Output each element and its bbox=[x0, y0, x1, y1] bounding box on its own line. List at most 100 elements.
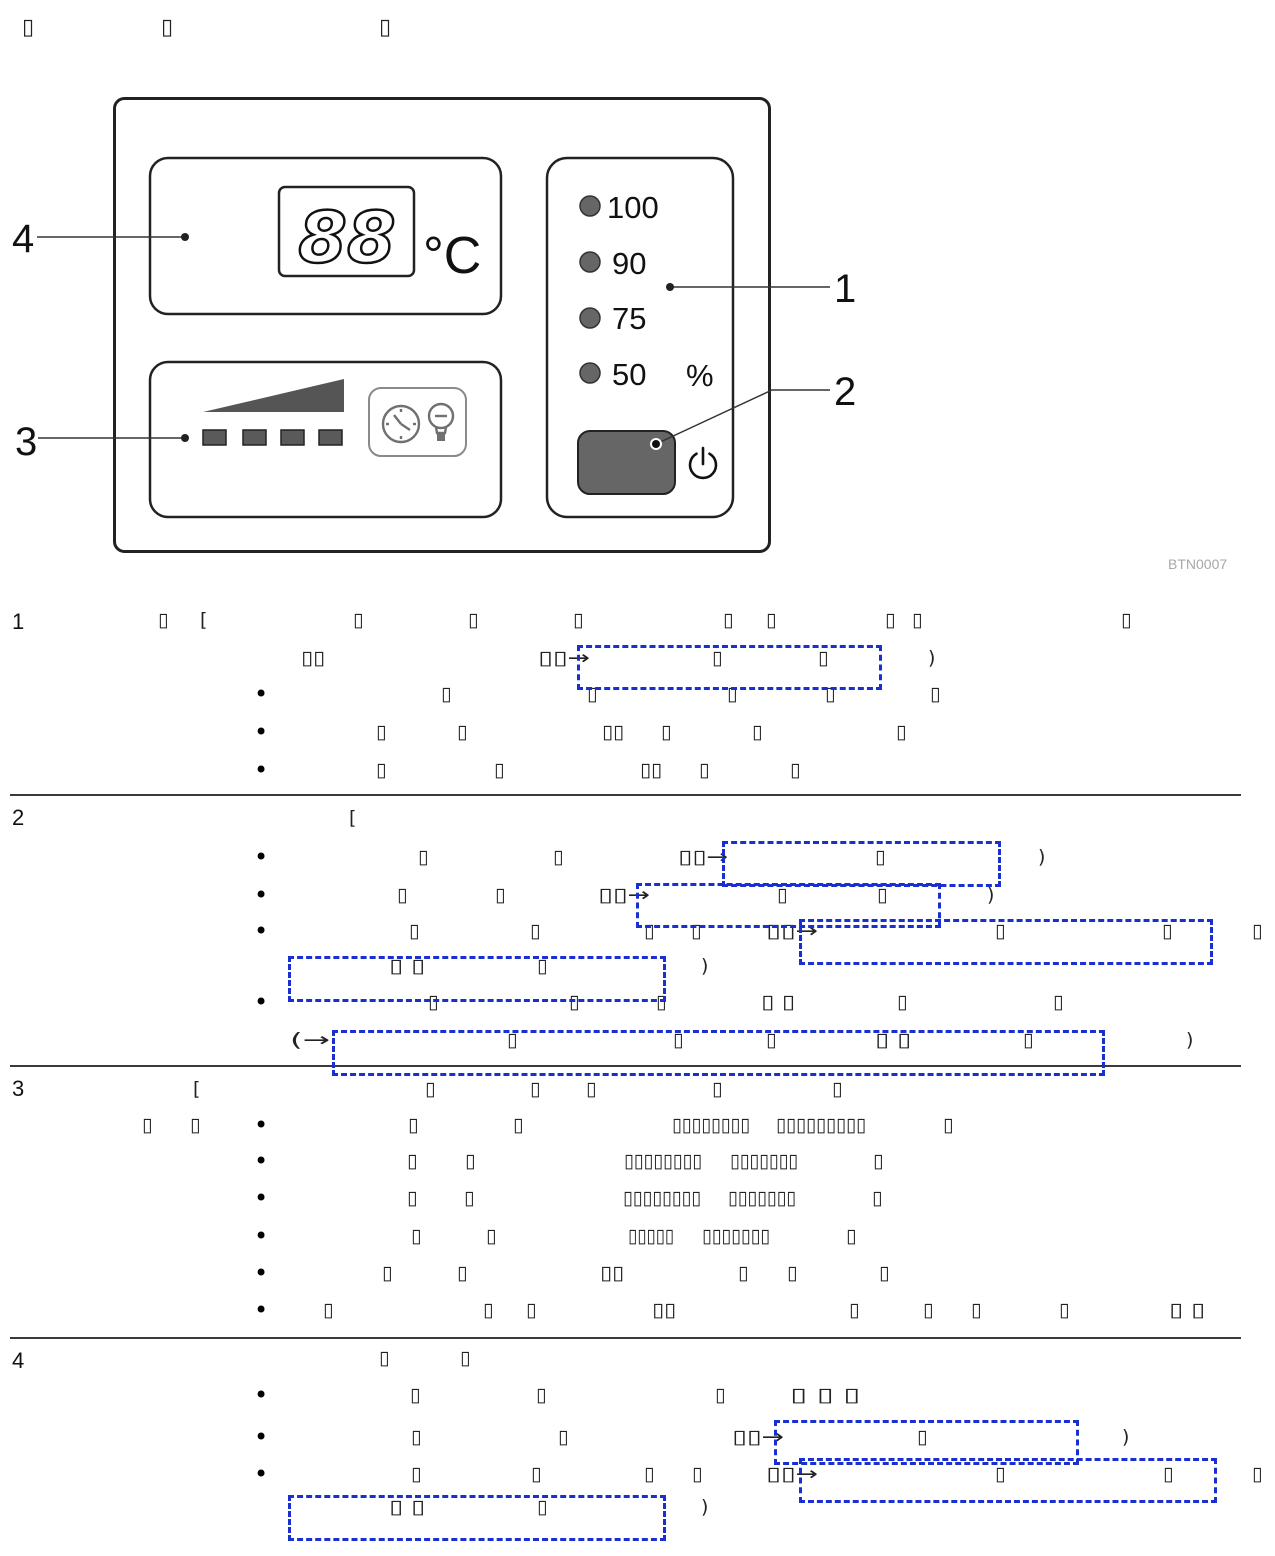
display-digits: 88 bbox=[298, 197, 395, 279]
missing-glyph-text: ▯ bbox=[787, 1262, 798, 1284]
missing-glyph-text: ▯ bbox=[673, 1029, 684, 1051]
missing-glyph-text: ▯ bbox=[691, 920, 702, 942]
cross-reference-arrow: (→ bbox=[290, 1029, 331, 1051]
bullet: • bbox=[254, 1423, 269, 1451]
missing-glyph-text: ▯ bbox=[410, 1384, 421, 1406]
missing-glyph-text: ▯ bbox=[875, 846, 886, 868]
power-icon bbox=[688, 446, 718, 480]
missing-glyph-text: ▯ bbox=[495, 884, 506, 906]
cross-reference-link[interactable] bbox=[288, 956, 666, 1002]
bullet: • bbox=[254, 843, 269, 871]
missing-glyph-text: ▯ bbox=[849, 1299, 860, 1321]
bullet: • bbox=[254, 1184, 269, 1212]
missing-glyph-text: ▯ bbox=[418, 846, 429, 868]
missing-glyph-text: ▯ bbox=[190, 1114, 201, 1136]
callout-1: 1 bbox=[834, 267, 856, 311]
missing-glyph-text: ▯ bbox=[513, 1114, 524, 1136]
missing-glyph-text: ▯ bbox=[723, 609, 734, 631]
missing-glyph-text: ▯▯▯▯▯▯▯▯ bbox=[623, 1187, 701, 1209]
cross-reference-link[interactable] bbox=[288, 1495, 666, 1541]
missing-glyph-text: ▯ bbox=[1162, 920, 1173, 942]
level-panel bbox=[545, 156, 735, 519]
figure-code: BTN0007 bbox=[1168, 556, 1228, 572]
missing-glyph-text: ▯▯ bbox=[652, 1299, 676, 1321]
missing-glyph-text: ▯ bbox=[323, 1299, 334, 1321]
bullet: • bbox=[254, 1147, 269, 1175]
missing-glyph-text: ▯ bbox=[943, 1114, 954, 1136]
missing-glyph-text: ▯ bbox=[1163, 1463, 1174, 1485]
missing-glyph-text: ▯ bbox=[699, 759, 710, 781]
bulb-icon bbox=[427, 402, 455, 441]
missing-glyph-text: ▯ bbox=[752, 721, 763, 743]
missing-glyph-text: ▯ ▯ bbox=[1169, 1299, 1206, 1321]
leader-dot-3 bbox=[181, 434, 189, 442]
level-label-75: 75 bbox=[612, 301, 646, 336]
level-label-90: 90 bbox=[612, 246, 646, 281]
missing-glyph-text: ▯ bbox=[382, 1262, 393, 1284]
level-segment bbox=[280, 429, 305, 446]
missing-glyph-text: ▯ bbox=[537, 1496, 548, 1518]
bracket-glyph: [ bbox=[349, 807, 357, 829]
missing-glyph-text: ▯ bbox=[897, 991, 908, 1013]
parenthesis: ) bbox=[987, 884, 995, 906]
missing-glyph-text: ▯ ▯ bbox=[389, 955, 426, 977]
missing-glyph-text: ▯ bbox=[457, 721, 468, 743]
missing-glyph-text: ▯ bbox=[1059, 1299, 1070, 1321]
missing-glyph-text: ▯ bbox=[727, 683, 738, 705]
cross-reference-link[interactable] bbox=[774, 1420, 1079, 1465]
cross-reference-link[interactable] bbox=[722, 841, 1001, 887]
cross-reference-arrow: ▯▯→ bbox=[678, 846, 728, 868]
missing-glyph-text: ▯ bbox=[411, 1225, 422, 1247]
missing-glyph-text: ▯ bbox=[376, 759, 387, 781]
missing-glyph-text: ▯ bbox=[558, 1426, 569, 1448]
missing-glyph-text: ▯ bbox=[712, 1078, 723, 1100]
missing-glyph-text: ▯ bbox=[397, 884, 408, 906]
section-number: 2 bbox=[12, 805, 25, 830]
missing-glyph-text: ▯▯▯▯▯▯▯▯▯ bbox=[776, 1114, 866, 1136]
missing-glyph-text: ▯ bbox=[530, 920, 541, 942]
missing-glyph-text: ▯ bbox=[885, 609, 896, 631]
parenthesis: ) bbox=[701, 955, 709, 977]
bullet: • bbox=[254, 1460, 269, 1488]
bullet: • bbox=[254, 1222, 269, 1250]
level-segment bbox=[318, 429, 343, 446]
cross-reference-link[interactable] bbox=[332, 1030, 1105, 1076]
bullet: • bbox=[254, 1111, 269, 1139]
level-led-50 bbox=[579, 362, 601, 384]
cross-reference-link[interactable] bbox=[799, 1458, 1217, 1503]
missing-glyph-text: ▯ bbox=[825, 683, 836, 705]
control-panel-figure: 88 °C 4 3 100 90 75 50 % 1 2 bbox=[12, 97, 856, 553]
missing-glyph-text: ▯ bbox=[912, 609, 923, 631]
missing-glyph-text: ▯ bbox=[379, 1347, 390, 1369]
bullet: • bbox=[254, 680, 269, 708]
missing-glyph-text: ▯ bbox=[464, 1187, 475, 1209]
missing-glyph-text: ▯ bbox=[457, 1262, 468, 1284]
parenthesis: ) bbox=[701, 1496, 709, 1518]
missing-glyph-text: ▯▯ bbox=[301, 647, 325, 669]
missing-glyph-text: ▯▯▯▯▯▯▯ bbox=[728, 1187, 797, 1209]
missing-glyph-text: ▯ bbox=[460, 1347, 471, 1369]
missing-glyph-text: ▯ bbox=[409, 920, 420, 942]
missing-glyph-text: ▯ bbox=[923, 1299, 934, 1321]
parenthesis: ) bbox=[1038, 846, 1046, 868]
missing-glyph-text: ▯ bbox=[161, 15, 174, 40]
level-label-50: 50 bbox=[612, 357, 646, 392]
missing-glyph-text: ▯ bbox=[411, 1426, 422, 1448]
missing-glyph-text: ▯ bbox=[971, 1299, 982, 1321]
cross-reference-link[interactable] bbox=[799, 919, 1213, 965]
bullet: • bbox=[254, 1381, 269, 1409]
missing-glyph-text: ▯ bbox=[1121, 609, 1132, 631]
cross-reference-link[interactable] bbox=[636, 883, 941, 928]
missing-glyph-text: ▯ bbox=[536, 1384, 547, 1406]
missing-glyph-text: ▯ bbox=[917, 1426, 928, 1448]
missing-glyph-text: ▯ ▯ ▯ bbox=[790, 1384, 861, 1406]
parenthesis: ) bbox=[1186, 1029, 1194, 1051]
missing-glyph-text: ▯ bbox=[995, 920, 1006, 942]
percent-sign: % bbox=[686, 358, 714, 393]
missing-glyph-text: ▯ bbox=[586, 1078, 597, 1100]
cross-reference-link[interactable] bbox=[577, 645, 882, 690]
missing-glyph-text: ▯ bbox=[376, 721, 387, 743]
missing-glyph-text: ▯ bbox=[873, 1150, 884, 1172]
cross-reference-arrow: ▯▯→ bbox=[732, 1426, 784, 1448]
missing-glyph-text: ▯ bbox=[569, 991, 580, 1013]
